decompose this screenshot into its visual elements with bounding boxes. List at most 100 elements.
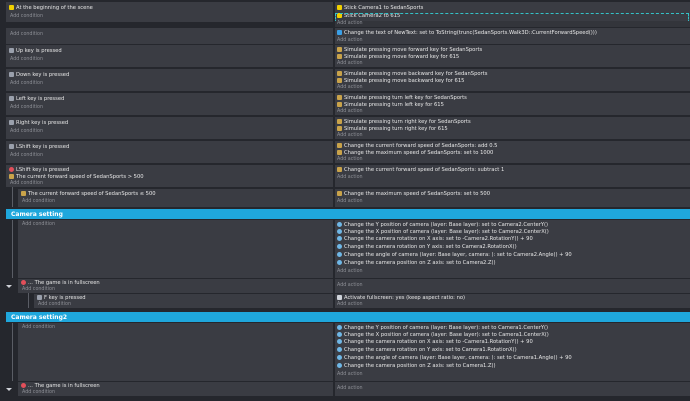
action-cell[interactable]: Change the Y position of camera (layer: … bbox=[335, 220, 690, 278]
action-cell[interactable]: Change the Y position of camera (layer: … bbox=[335, 323, 690, 381]
add-condition-link[interactable]: Add condition bbox=[10, 153, 43, 158]
action[interactable]: Change the X position of camera (layer: … bbox=[337, 332, 549, 338]
action[interactable]: Change the Y position of camera (layer: … bbox=[337, 325, 548, 331]
action[interactable]: Change the camera rotation on X axis: se… bbox=[337, 339, 533, 345]
condition[interactable]: The current forward speed of SedanSports… bbox=[9, 174, 144, 180]
condition-cell[interactable]: The current forward speed of SedanSports… bbox=[18, 189, 333, 207]
action[interactable]: Activate fullscreen: yes (keep aspect ra… bbox=[337, 295, 465, 301]
add-action-link[interactable]: Add action bbox=[337, 302, 363, 307]
add-condition-link[interactable]: Add condition bbox=[22, 222, 55, 227]
action[interactable]: Stick Camera2 to 615 bbox=[337, 13, 400, 19]
condition[interactable]: At the beginning of the scene bbox=[9, 5, 93, 11]
action[interactable]: Change the X position of camera (layer: … bbox=[337, 229, 549, 235]
action-cell[interactable]: Change the current forward speed of Seda… bbox=[335, 141, 690, 163]
add-action-link[interactable]: Add action bbox=[337, 386, 363, 391]
condition[interactable]: The current forward speed of SedanSports… bbox=[21, 191, 156, 197]
action[interactable]: Simulate pressing move forward key for S… bbox=[337, 47, 482, 53]
action[interactable]: Simulate pressing turn right key for Sed… bbox=[337, 119, 471, 125]
condition-cell[interactable]: Down key is pressed Add condition bbox=[6, 69, 333, 91]
add-action-link[interactable]: Add action bbox=[337, 283, 363, 288]
add-action-link[interactable]: Add action bbox=[337, 61, 363, 66]
condition-cell[interactable]: Add condition bbox=[18, 220, 333, 278]
condition-cell[interactable]: ... The game is in fullscreen Add condit… bbox=[18, 382, 333, 396]
action-cell[interactable]: Change the text of NewText: set to ToStr… bbox=[335, 28, 690, 44]
add-condition-link[interactable]: Add condition bbox=[22, 325, 55, 330]
action[interactable]: Change the camera position on Z axis: se… bbox=[337, 363, 496, 369]
action[interactable]: Change the camera rotation on Y axis: se… bbox=[337, 244, 517, 250]
action[interactable]: Change the current forward speed of Seda… bbox=[337, 167, 504, 173]
condition-cell[interactable]: LShift key is pressed The current forwar… bbox=[6, 165, 333, 187]
add-action-link[interactable]: Add action bbox=[337, 85, 363, 90]
condition[interactable]: LShift key is pressed bbox=[9, 144, 69, 150]
add-condition-link[interactable]: Add condition bbox=[10, 81, 43, 86]
add-action-link[interactable]: Add action bbox=[337, 133, 363, 138]
add-condition-link[interactable]: Add condition bbox=[10, 14, 43, 19]
add-action-link[interactable]: Add action bbox=[337, 157, 363, 162]
action[interactable]: Simulate pressing move backward key for … bbox=[337, 78, 464, 84]
condition[interactable]: Up key is pressed bbox=[9, 48, 62, 54]
condition-cell[interactable]: Right key is pressed Add condition bbox=[6, 117, 333, 139]
add-action-link[interactable]: Add action bbox=[337, 372, 363, 377]
action-cell[interactable]: Change the current forward speed of Seda… bbox=[335, 165, 690, 187]
action[interactable]: Change the maximum speed of SedanSports:… bbox=[337, 150, 493, 156]
condition-cell[interactable]: Add condition bbox=[18, 323, 333, 381]
action[interactable]: Simulate pressing turn right key for 615 bbox=[337, 126, 448, 132]
condition-cell[interactable]: Add condition bbox=[6, 28, 333, 44]
add-action-link[interactable]: Add action bbox=[337, 269, 363, 274]
condition-cell[interactable]: Left key is pressed Add condition bbox=[6, 93, 333, 115]
action[interactable]: Change the maximum speed of SedanSports:… bbox=[337, 191, 490, 197]
add-condition-link[interactable]: Add condition bbox=[10, 57, 43, 62]
action-cell[interactable]: Activate fullscreen: yes (keep aspect ra… bbox=[335, 294, 690, 308]
condition[interactable]: ... The game is in fullscreen bbox=[21, 280, 100, 286]
add-condition-link[interactable]: Add condition bbox=[22, 287, 55, 292]
action[interactable]: Simulate pressing move forward key for 6… bbox=[337, 54, 459, 60]
collapse-toggle-icon[interactable] bbox=[6, 388, 12, 391]
add-action-link[interactable]: Add action bbox=[337, 21, 363, 26]
action-cell[interactable]: Stick Camera1 to SedanSports Stick Camer… bbox=[335, 2, 690, 22]
add-action-link[interactable]: Add action bbox=[337, 38, 363, 43]
group-header-camera-setting[interactable]: Camera setting bbox=[6, 209, 690, 219]
action-cell[interactable]: Simulate pressing move forward key for S… bbox=[335, 45, 690, 67]
add-condition-link[interactable]: Add condition bbox=[10, 105, 43, 110]
action[interactable]: Change the camera rotation on Y axis: se… bbox=[337, 347, 517, 353]
action-cell[interactable]: Simulate pressing turn right key for Sed… bbox=[335, 117, 690, 139]
action-cell[interactable]: Add action bbox=[335, 382, 690, 396]
action-cell[interactable]: Simulate pressing move backward key for … bbox=[335, 69, 690, 91]
action-cell[interactable]: Change the maximum speed of SedanSports:… bbox=[335, 189, 690, 207]
add-condition-link[interactable]: Add condition bbox=[22, 390, 55, 395]
condition-cell[interactable]: At the beginning of the scene Add condit… bbox=[6, 2, 333, 22]
collapse-toggle-icon[interactable] bbox=[6, 285, 12, 288]
add-condition-link[interactable]: Add condition bbox=[38, 302, 71, 307]
action[interactable]: Change the current forward speed of Seda… bbox=[337, 143, 497, 149]
add-action-link[interactable]: Add action bbox=[337, 199, 363, 204]
action[interactable]: Change the Y position of camera (layer: … bbox=[337, 222, 548, 228]
action[interactable]: Stick Camera1 to SedanSports bbox=[337, 5, 423, 11]
condition-cell[interactable]: F key is pressed Add condition bbox=[34, 294, 333, 308]
condition[interactable]: Right key is pressed bbox=[9, 120, 68, 126]
group-header-camera-setting2[interactable]: Camera setting2 bbox=[6, 312, 690, 322]
action[interactable]: Change the camera position on Z axis: se… bbox=[337, 260, 496, 266]
condition[interactable]: Left key is pressed bbox=[9, 96, 64, 102]
action[interactable]: Change the text of NewText: set to ToStr… bbox=[337, 30, 597, 36]
add-action-link[interactable]: Add action bbox=[337, 175, 363, 180]
action[interactable]: Simulate pressing turn left key for Seda… bbox=[337, 95, 467, 101]
condition-cell[interactable]: ... The game is in fullscreen Add condit… bbox=[18, 279, 333, 293]
add-condition-link[interactable]: Add condition bbox=[10, 32, 43, 37]
condition[interactable]: F key is pressed bbox=[37, 295, 86, 301]
action[interactable]: Change the camera rotation on X axis: se… bbox=[337, 236, 533, 242]
condition[interactable]: ... The game is in fullscreen bbox=[21, 383, 100, 389]
action[interactable]: Change the angle of camera (layer: Base … bbox=[337, 252, 572, 258]
condition-cell[interactable]: Up key is pressed Add condition bbox=[6, 45, 333, 67]
add-condition-link[interactable]: Add condition bbox=[22, 199, 55, 204]
add-condition-link[interactable]: Add condition bbox=[10, 181, 43, 186]
action[interactable]: Simulate pressing turn left key for 615 bbox=[337, 102, 444, 108]
condition-cell[interactable]: LShift key is pressed Add condition bbox=[6, 141, 333, 163]
add-action-link[interactable]: Add action bbox=[337, 109, 363, 114]
action-cell[interactable]: Simulate pressing turn left key for Seda… bbox=[335, 93, 690, 115]
action[interactable]: Simulate pressing move backward key for … bbox=[337, 71, 487, 77]
condition[interactable]: LShift key is pressed bbox=[9, 167, 69, 173]
condition[interactable]: Down key is pressed bbox=[9, 72, 69, 78]
action-cell[interactable]: Add action bbox=[335, 279, 690, 293]
add-condition-link[interactable]: Add condition bbox=[10, 129, 43, 134]
action[interactable]: Change the angle of camera (layer: Base … bbox=[337, 355, 572, 361]
